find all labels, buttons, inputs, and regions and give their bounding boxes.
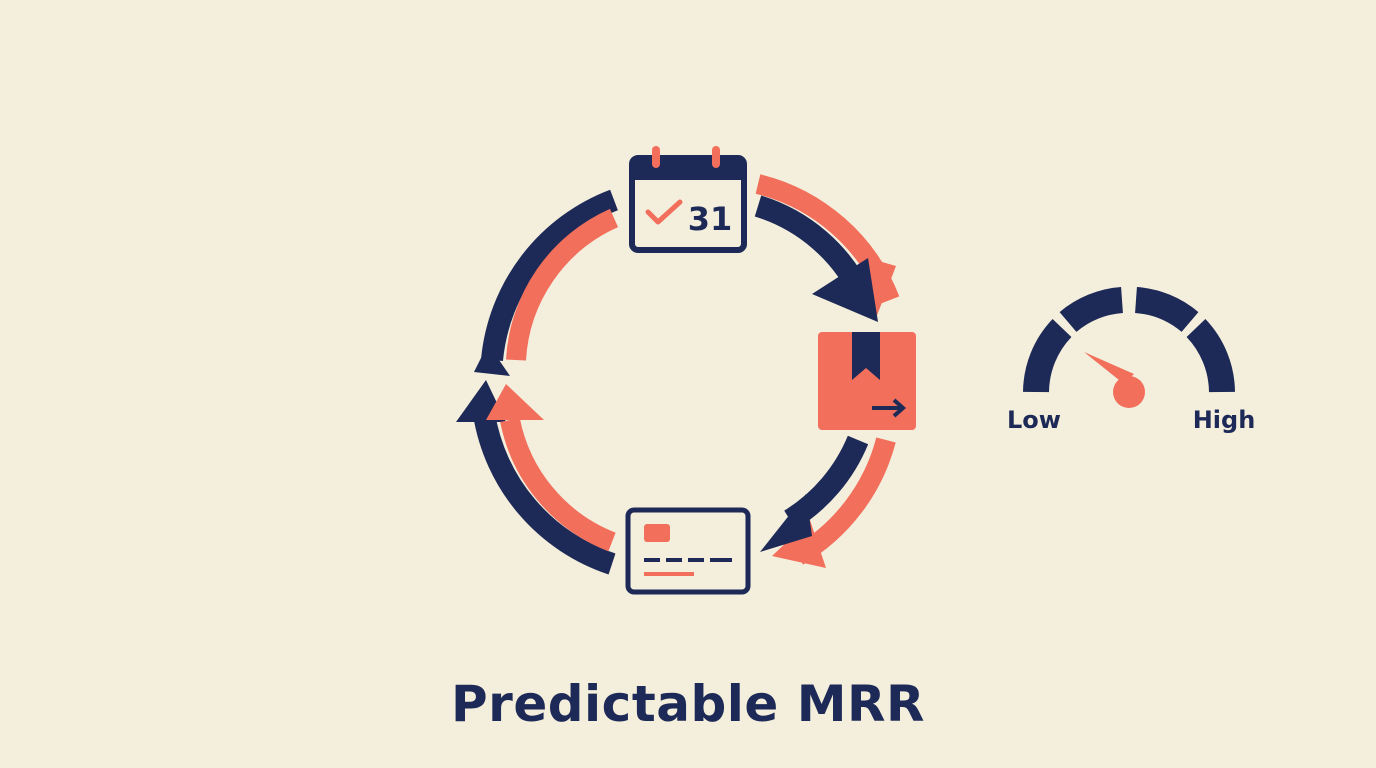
gauge-needle <box>1084 352 1145 408</box>
gauge-high-label: High <box>1193 406 1256 434</box>
arrow-box-to-card <box>760 435 896 568</box>
credit-card-icon <box>625 507 751 595</box>
gauge: Low High <box>1007 287 1256 434</box>
calendar-icon: 31 <box>629 146 747 253</box>
checkmark-icon <box>645 199 683 225</box>
diagram-title: Predictable MRR <box>451 675 925 733</box>
cycle-arrows <box>456 174 900 575</box>
arrow-calendar-to-box <box>754 174 900 322</box>
arrow-card-to-calendar <box>456 189 619 575</box>
gauge-low-label: Low <box>1007 406 1061 434</box>
gauge-arc <box>1023 287 1235 393</box>
package-icon <box>818 332 916 430</box>
calendar-day-number: 31 <box>688 200 733 238</box>
